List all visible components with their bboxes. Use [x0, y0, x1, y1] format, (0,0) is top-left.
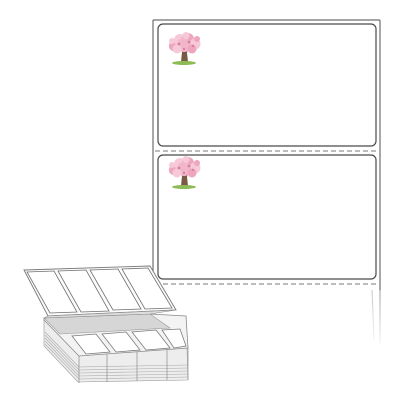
label-card [157, 23, 377, 147]
label-liner [150, 19, 385, 350]
label-card [157, 154, 377, 280]
fanfold-label-stack [23, 265, 189, 383]
